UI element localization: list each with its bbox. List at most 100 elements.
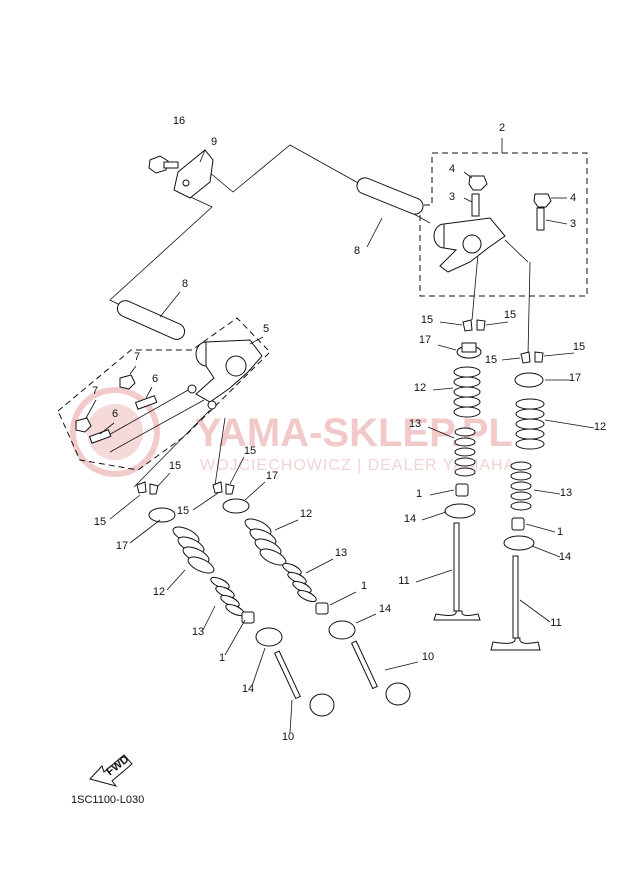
callout-leader-line bbox=[192, 492, 219, 511]
callout-leader-line bbox=[329, 591, 357, 606]
diagram-code: 1SC1100-L030 bbox=[71, 794, 144, 806]
callout-label: 12 bbox=[153, 586, 165, 598]
callout-label: 17 bbox=[116, 540, 128, 552]
callout-leader-line bbox=[421, 511, 447, 521]
callout-label: 14 bbox=[379, 603, 391, 615]
valve-assembly-left-inner bbox=[212, 481, 411, 706]
callout-label: 13 bbox=[335, 547, 347, 559]
callout-leader-line bbox=[157, 472, 171, 487]
callout-leader-line bbox=[415, 569, 453, 583]
callout-leader-line bbox=[166, 569, 186, 591]
callout-label: 12 bbox=[414, 382, 426, 394]
callout-leader-line bbox=[544, 419, 595, 429]
callout-label: 14 bbox=[559, 551, 571, 563]
callout-leader-line bbox=[159, 291, 181, 318]
callout-leader-line bbox=[429, 489, 455, 496]
callout-label: 1 bbox=[361, 580, 367, 592]
bracket-9 bbox=[173, 149, 214, 199]
callout-leader-line bbox=[199, 149, 206, 163]
callout-leader-line bbox=[545, 219, 568, 225]
callout-label: 10 bbox=[422, 651, 434, 663]
callout-label: 17 bbox=[569, 372, 581, 384]
callout-label: 8 bbox=[354, 245, 360, 257]
callout-leader-line bbox=[463, 197, 473, 203]
callout-label: 15 bbox=[169, 460, 181, 472]
valve-assembly-right-inner bbox=[433, 319, 486, 621]
callout-leader-line bbox=[519, 599, 551, 623]
valve-assembly-left-outer bbox=[136, 481, 335, 717]
callout-leader-line bbox=[224, 619, 246, 656]
callout-leader-line bbox=[432, 387, 454, 391]
callout-leader-line bbox=[533, 489, 561, 495]
rocker-shaft-lower bbox=[116, 300, 186, 340]
callout-leader-line bbox=[485, 321, 509, 326]
callout-label: 1 bbox=[557, 526, 563, 538]
callout-label: 15 bbox=[573, 341, 585, 353]
callout-leader-line bbox=[437, 344, 457, 351]
callout-label: 8 bbox=[182, 278, 188, 290]
callout-leader-line bbox=[439, 321, 463, 326]
callout-leader-line bbox=[384, 661, 419, 671]
callout-label: 13 bbox=[409, 418, 421, 430]
rocker-shaft-upper bbox=[356, 177, 424, 215]
callout-label: 15 bbox=[504, 309, 516, 321]
callout-label: 2 bbox=[499, 122, 505, 134]
callout-leader-line bbox=[355, 613, 377, 624]
callout-label: 9 bbox=[211, 136, 217, 148]
callout-leader-line bbox=[251, 647, 266, 687]
callout-leader-line bbox=[129, 519, 161, 544]
callout-label: 17 bbox=[419, 334, 431, 346]
callout-label: 1 bbox=[219, 652, 225, 664]
callout-label: 16 bbox=[173, 115, 185, 127]
callout-label: 11 bbox=[550, 617, 561, 629]
callout-leader-line bbox=[129, 365, 137, 375]
forward-direction-arrow: FWD bbox=[89, 753, 133, 787]
rocker-arm-right bbox=[433, 175, 552, 273]
callout-label: 15 bbox=[177, 505, 189, 517]
callout-label: 17 bbox=[266, 470, 278, 482]
callout-leader-line bbox=[249, 336, 264, 345]
callout-label: 12 bbox=[300, 508, 312, 520]
callout-leader-line bbox=[463, 171, 473, 179]
callout-label: 7 bbox=[134, 351, 140, 363]
callout-label: 3 bbox=[449, 191, 455, 203]
callout-leader-line bbox=[229, 456, 245, 485]
callout-leader-line bbox=[244, 481, 266, 501]
callout-leader-line bbox=[202, 605, 216, 631]
callout-label: 5 bbox=[263, 323, 269, 335]
callout-leader-line bbox=[366, 217, 383, 248]
bolt-16 bbox=[148, 155, 179, 174]
valve-assembly-right-outer bbox=[490, 351, 545, 651]
callout-label: 13 bbox=[560, 487, 572, 499]
callout-leader-line bbox=[531, 545, 561, 558]
callout-label: 6 bbox=[112, 408, 118, 420]
callout-label: 15 bbox=[421, 314, 433, 326]
callout-leader-line bbox=[274, 519, 299, 531]
callout-label: 13 bbox=[192, 626, 204, 638]
watermark-subtitle: WOJCIECHOWICZ | DEALER YAMAHA bbox=[200, 457, 515, 474]
callout-leader-line bbox=[427, 426, 455, 439]
callout-label: 14 bbox=[242, 683, 254, 695]
callout-label: 15 bbox=[244, 445, 256, 457]
callout-leader-line bbox=[525, 523, 556, 533]
callout-leader-line bbox=[109, 494, 141, 520]
callout-label: 10 bbox=[282, 731, 294, 743]
callout-leader-line bbox=[543, 352, 575, 357]
callout-label: 3 bbox=[570, 218, 576, 230]
callout-leader-line bbox=[85, 399, 97, 419]
callout-label: 15 bbox=[485, 354, 497, 366]
callout-leader-line bbox=[145, 386, 153, 399]
rocker-arm-group-box-left bbox=[57, 317, 271, 471]
callout-label: 6 bbox=[152, 373, 158, 385]
callout-label: 11 bbox=[398, 575, 409, 587]
callout-label: 1 bbox=[416, 488, 422, 500]
callout-leader-line bbox=[289, 699, 293, 734]
callout-label: 15 bbox=[94, 516, 106, 528]
callout-label: 4 bbox=[570, 192, 576, 204]
callout-label: 7 bbox=[92, 385, 98, 397]
rocker-arm-left bbox=[75, 339, 263, 444]
callout-label: 4 bbox=[449, 163, 455, 175]
callout-label: 14 bbox=[404, 513, 416, 525]
callout-leader-line bbox=[501, 357, 521, 361]
